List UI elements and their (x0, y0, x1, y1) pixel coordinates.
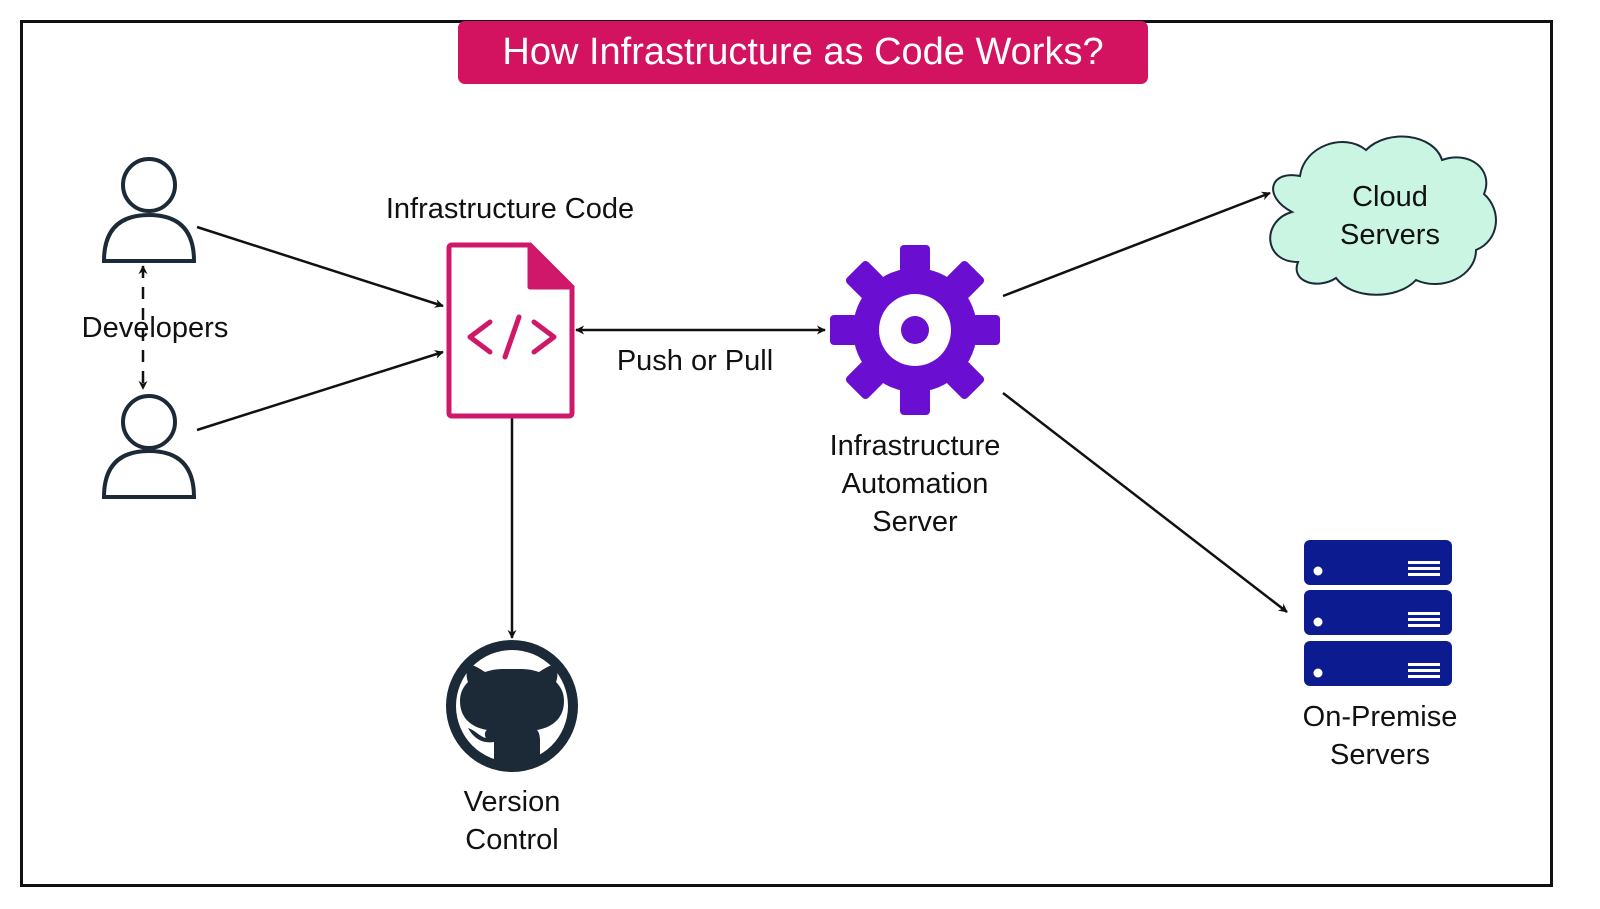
edges (138, 191, 1288, 639)
edge-automation-to-cloud (1002, 191, 1271, 298)
title-badge: How Infrastructure as Code Works? (458, 21, 1148, 84)
infrastructure-code-label: Infrastructure Code (385, 193, 635, 225)
automation-server-label: Infrastructure Automation Server (829, 430, 1001, 538)
edge-developer2-to-code (196, 350, 444, 432)
code-file-icon (446, 242, 575, 419)
gear-icon (830, 245, 1000, 415)
edge-automation-to-on-premise (1002, 392, 1288, 613)
cloud-servers-label: Cloud Servers (1340, 181, 1440, 251)
push-or-pull-label: Push or Pull (616, 345, 774, 377)
github-icon (446, 640, 578, 772)
user-icon (101, 394, 197, 499)
developers-label: Developers (81, 312, 229, 344)
on-premise-servers-label: On-Premise Servers (1302, 701, 1458, 771)
version-control-label: Version Control (463, 786, 561, 856)
diagram-title: How Infrastructure as Code Works? (502, 31, 1104, 73)
server-rack-icon (1304, 540, 1452, 686)
user-icon (101, 157, 197, 263)
edge-developer1-to-code (196, 225, 444, 308)
cloud-icon (1269, 135, 1497, 296)
